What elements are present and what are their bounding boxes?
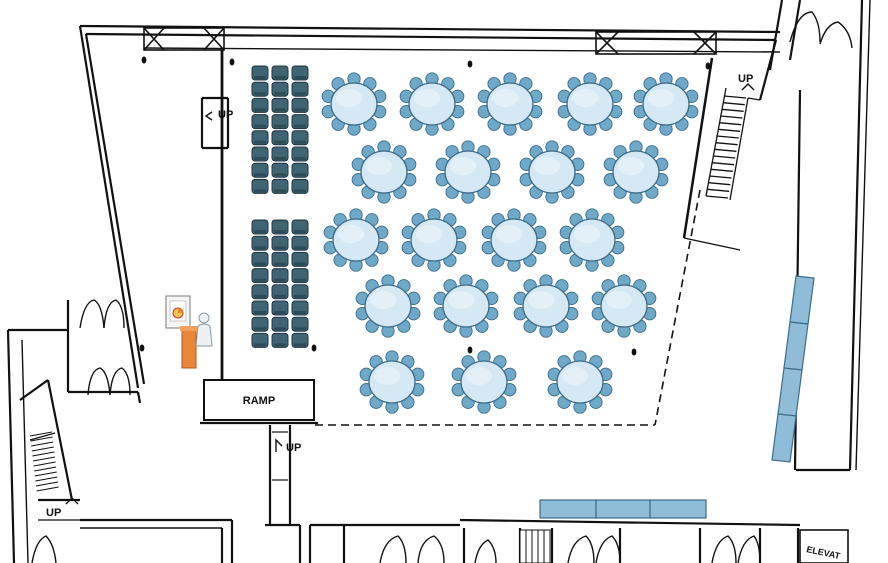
theater-chair-icon xyxy=(271,316,289,332)
elevator: ELEVAT xyxy=(799,529,849,563)
buffet-table xyxy=(771,413,797,463)
theater-chair-icon xyxy=(251,162,269,178)
round-table-icon xyxy=(603,140,669,204)
theater-chair-icon xyxy=(251,130,269,146)
theater-chair-icon xyxy=(251,332,269,348)
theater-chair-icon xyxy=(271,146,289,162)
round-table-icon xyxy=(633,72,699,136)
theater-chair-icon xyxy=(291,97,309,113)
up-label-left-ramp: UP xyxy=(218,109,233,121)
column-dots xyxy=(139,56,711,356)
round-table-icon xyxy=(559,208,625,272)
theater-chair-icon xyxy=(271,300,289,316)
theater-chair-icon xyxy=(271,114,289,130)
theater-chair-icon xyxy=(251,268,269,284)
theater-chair-icon xyxy=(251,114,269,130)
theater-chair-icon xyxy=(271,284,289,300)
up-arrow-top-right: UP xyxy=(738,73,755,91)
round-table-icon xyxy=(323,208,389,272)
theater-chair-icon xyxy=(271,268,289,284)
door-arcs xyxy=(31,11,853,563)
up-label-below-ramp: UP xyxy=(286,442,301,454)
theater-chair-icon xyxy=(291,300,309,316)
round-table-icon xyxy=(435,140,501,204)
theater-chair-icon xyxy=(271,178,289,194)
theater-chair-icon xyxy=(291,178,309,194)
round-table-icon xyxy=(477,72,543,136)
up-arrow-left-ramp: UP xyxy=(204,109,233,121)
theater-chair-icon xyxy=(271,332,289,348)
theater-chair-icon xyxy=(291,251,309,267)
up-arrow-below-ramp: UP xyxy=(275,438,301,454)
theater-chair-icon xyxy=(271,251,289,267)
round-tables xyxy=(321,72,699,414)
round-table-icon xyxy=(481,208,547,272)
theater-chair-icon xyxy=(291,316,309,332)
theater-chair-icon xyxy=(251,219,269,235)
buffet-bottom xyxy=(539,499,707,519)
theater-chair-icon xyxy=(291,81,309,97)
theater-chair-icon xyxy=(251,81,269,97)
theater-chair-icon xyxy=(271,219,289,235)
buffet-table xyxy=(789,275,815,325)
round-table-icon xyxy=(451,350,517,414)
theater-chair-icon xyxy=(291,65,309,81)
theater-chair-icon xyxy=(291,162,309,178)
stair-right xyxy=(705,87,761,201)
round-table-icon xyxy=(355,274,421,338)
buffet-table xyxy=(783,321,809,371)
theater-chair-icon xyxy=(251,97,269,113)
theater-chair-icon xyxy=(271,65,289,81)
theater-chair-icon xyxy=(291,332,309,348)
round-table-icon xyxy=(591,274,657,338)
up-arrow-bottom-left: UP xyxy=(46,497,79,519)
round-table-icon xyxy=(557,72,623,136)
theater-chair-icon xyxy=(291,114,309,130)
round-table-icon xyxy=(321,72,387,136)
theater-chair-icon xyxy=(251,178,269,194)
theater-chair-icon xyxy=(251,65,269,81)
buffet-table xyxy=(777,367,803,417)
theater-chair-icon xyxy=(271,162,289,178)
round-table-icon xyxy=(513,274,579,338)
theater-chair-icon xyxy=(271,130,289,146)
up-label-bottom-left: UP xyxy=(46,507,61,519)
round-table-icon xyxy=(401,208,467,272)
podium-presenter-icon xyxy=(165,295,213,369)
theater-chair-icon xyxy=(291,146,309,162)
theater-seating xyxy=(251,65,309,348)
theater-chair-icon xyxy=(271,81,289,97)
theater-chair-icon xyxy=(271,235,289,251)
round-table-icon xyxy=(399,72,465,136)
theater-chair-icon xyxy=(291,130,309,146)
theater-chair-icon xyxy=(291,284,309,300)
theater-chair-icon xyxy=(251,146,269,162)
round-table-icon xyxy=(351,140,417,204)
round-table-icon xyxy=(547,350,613,414)
theater-chair-icon xyxy=(291,219,309,235)
up-label-top-right: UP xyxy=(738,73,753,85)
theater-chair-icon xyxy=(291,235,309,251)
buffet-right xyxy=(771,275,815,463)
round-table-icon xyxy=(359,350,425,414)
stair-bottom xyxy=(519,529,551,563)
round-table-icon xyxy=(433,274,499,338)
round-table-icon xyxy=(519,140,585,204)
theater-chair-icon xyxy=(251,235,269,251)
theater-chair-icon xyxy=(271,97,289,113)
ramp-label: RAMP xyxy=(243,395,275,407)
truss-right xyxy=(595,31,717,55)
theater-chair-icon xyxy=(251,300,269,316)
theater-chair-icon xyxy=(291,268,309,284)
truss-left xyxy=(143,27,225,51)
theater-chair-icon xyxy=(251,316,269,332)
theater-chair-icon xyxy=(251,251,269,267)
theater-chair-icon xyxy=(251,284,269,300)
stair-left xyxy=(29,431,59,492)
